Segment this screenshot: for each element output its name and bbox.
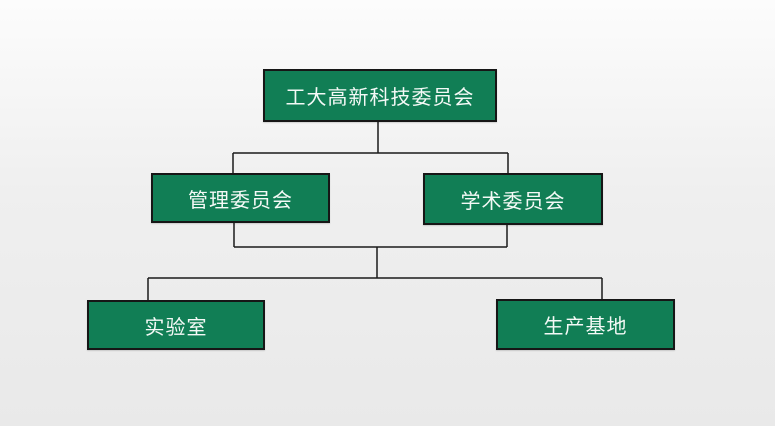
org-node-root-label: 工大高新科技委员会 — [285, 87, 475, 109]
org-node-lab[interactable]: 实验室 — [87, 300, 265, 350]
org-node-management[interactable]: 管理委员会 — [151, 173, 330, 223]
org-node-academic[interactable]: 学术委员会 — [423, 173, 603, 225]
org-node-production[interactable]: 生产基地 — [496, 299, 675, 350]
org-node-academic-label: 学术委员会 — [460, 190, 566, 213]
org-node-root[interactable]: 工大高新科技委员会 — [263, 69, 497, 122]
org-node-lab-label: 实验室 — [144, 316, 208, 339]
org-node-production-label: 生产基地 — [543, 316, 628, 338]
org-node-management-label: 管理委员会 — [188, 189, 293, 212]
